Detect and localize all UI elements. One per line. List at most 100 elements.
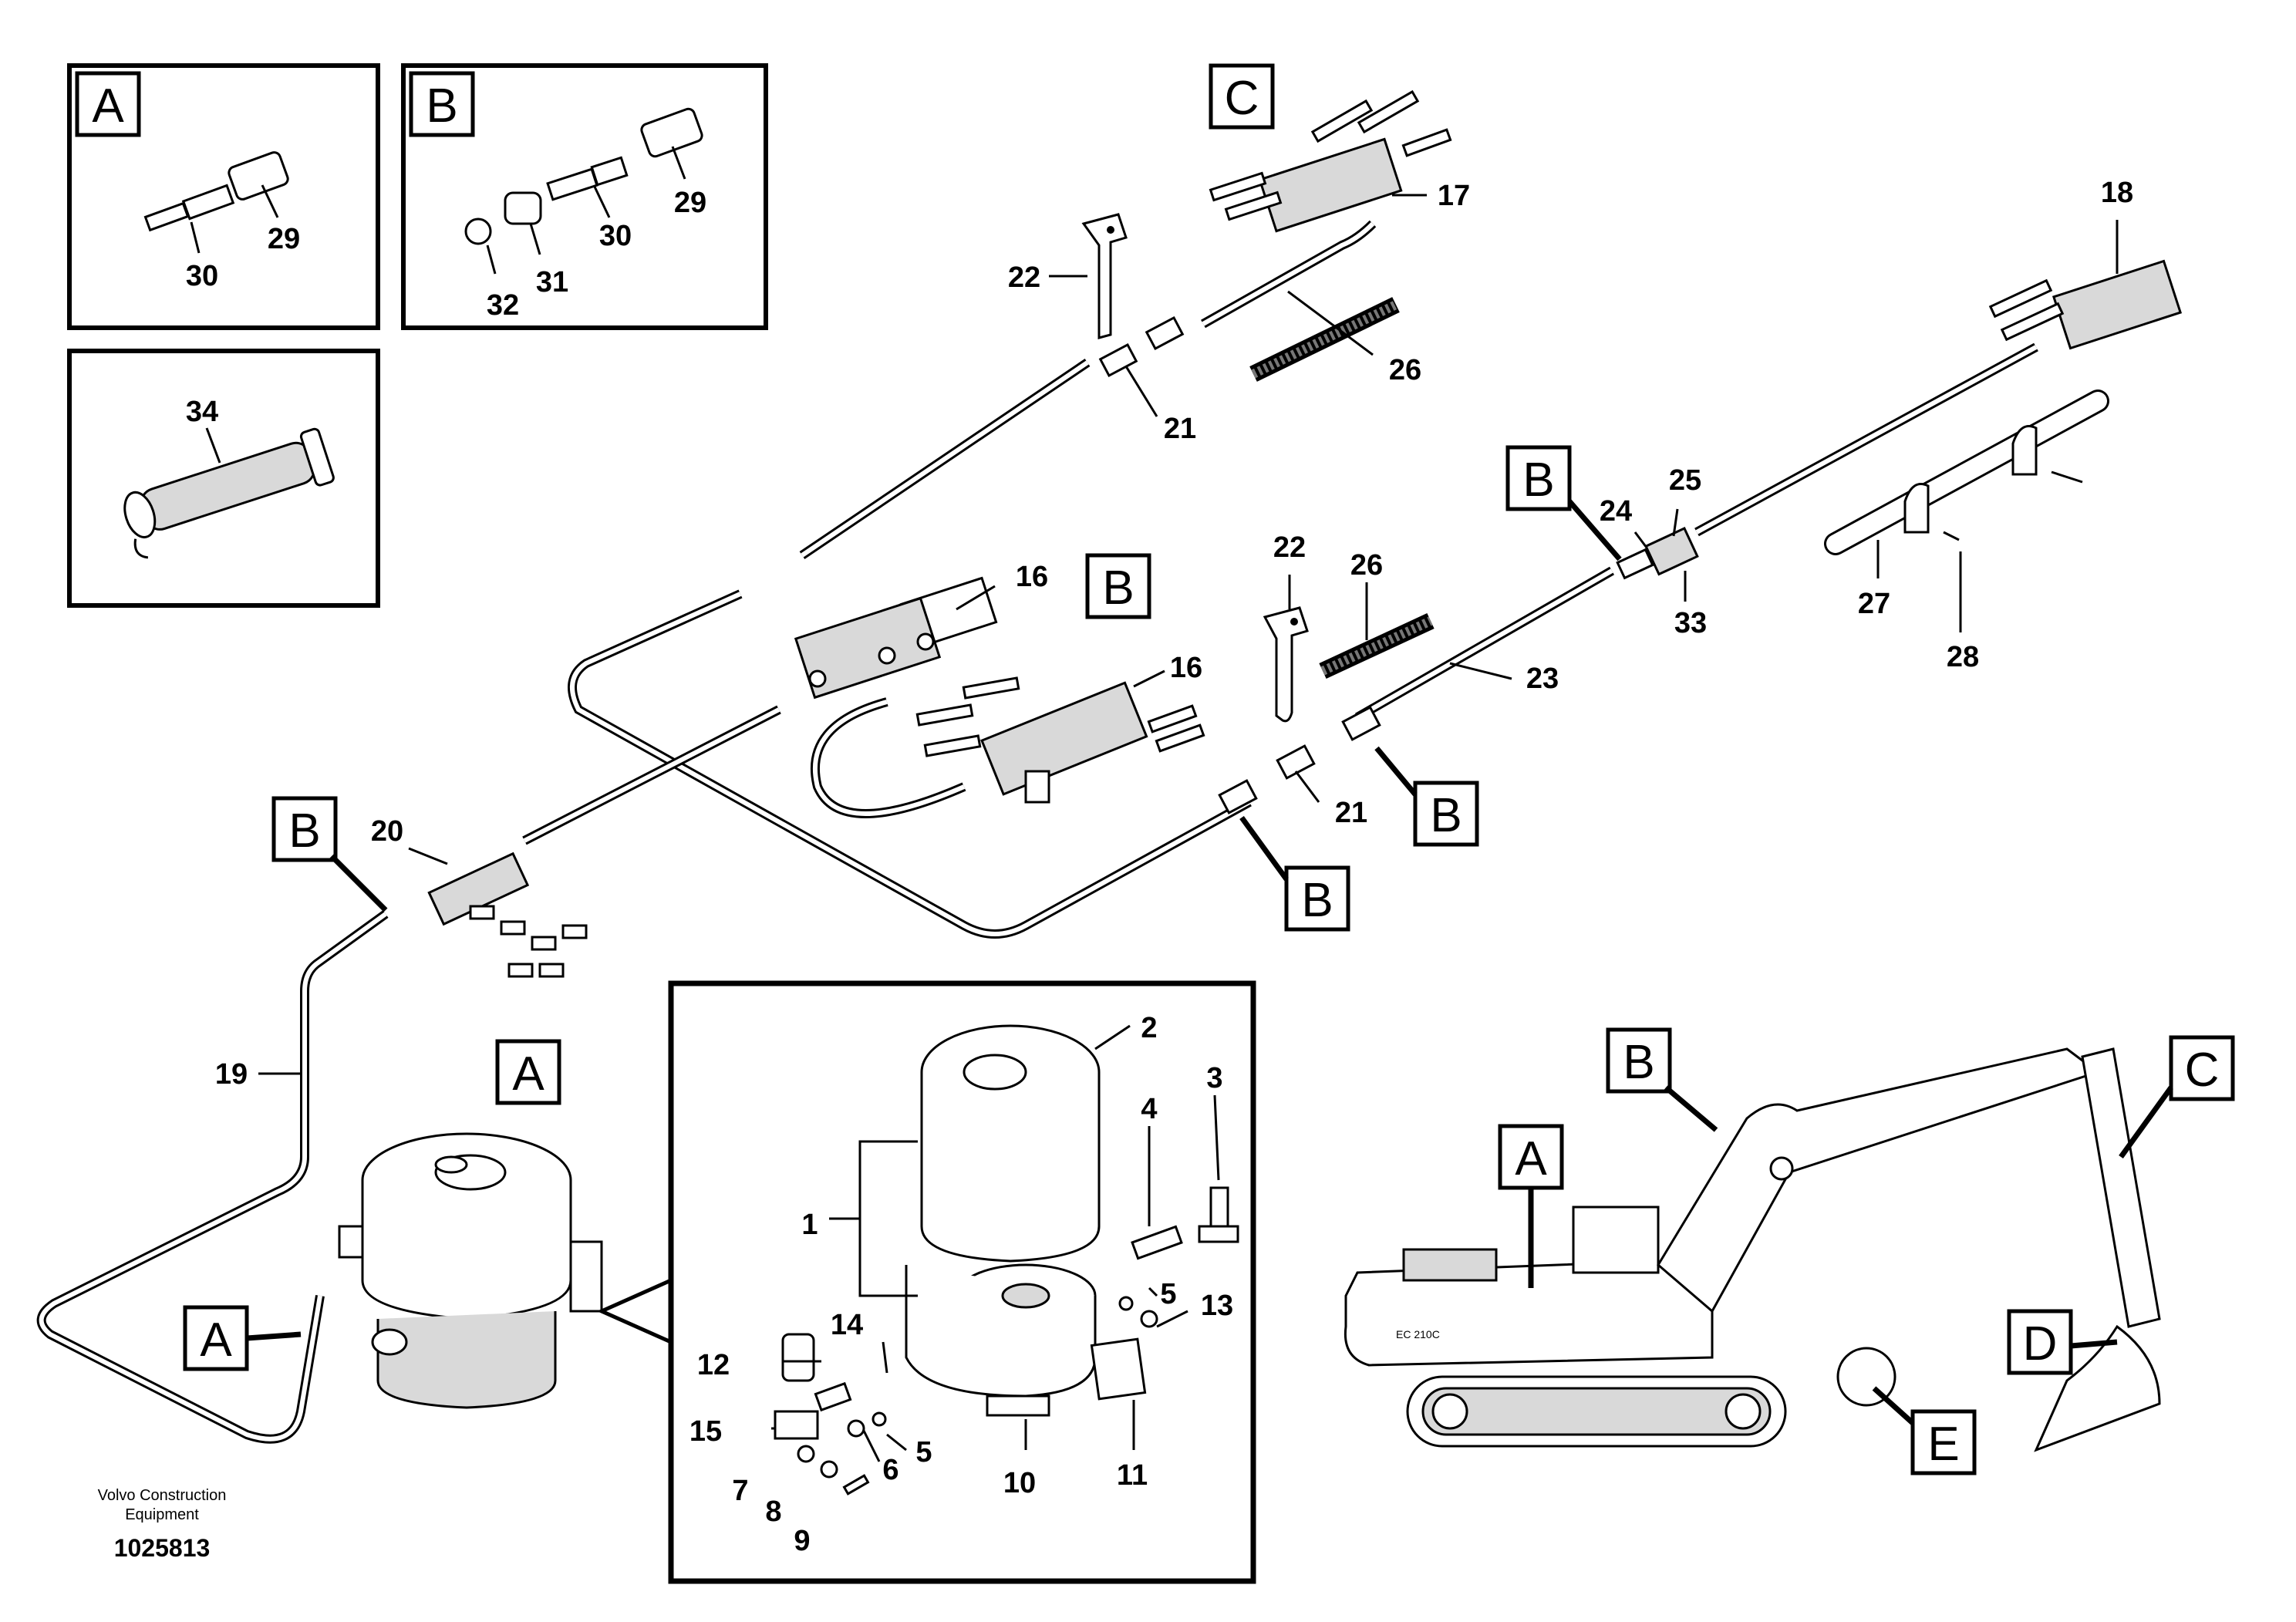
bracket-clamps <box>1903 425 2083 541</box>
grease-pump-unit <box>338 1132 603 1409</box>
callout-3: 3 <box>1206 1062 1222 1094</box>
svg-text:B: B <box>1102 561 1134 615</box>
pump-reservoir <box>920 1024 1101 1263</box>
fitting-3 <box>1198 1186 1239 1243</box>
callout-23: 23 <box>1526 663 1559 695</box>
distributor-block-17 <box>1209 89 1452 233</box>
callout-29: 29 <box>268 223 300 255</box>
pump-exploded-detail: 1 2 3 4 5 13 14 12 15 5 6 7 8 9 10 11 <box>668 980 1256 1584</box>
callout-10: 10 <box>1003 1467 1036 1499</box>
callout-5b: 5 <box>915 1436 932 1469</box>
pump-base <box>905 1263 1147 1417</box>
inset-detail-b: B 32 31 30 29 <box>401 63 768 330</box>
callout-6: 6 <box>882 1454 899 1486</box>
view-b-marker-20: B <box>271 796 338 862</box>
callout-22: 22 <box>1008 261 1040 294</box>
bracket-22-top <box>1081 213 1128 339</box>
callout-16: 16 <box>1016 561 1048 593</box>
overview-marker-a: A <box>1498 1124 1564 1190</box>
distributor-block-18 <box>1988 259 2183 350</box>
view-b-marker-junction: B <box>1505 445 1572 511</box>
callout-24: 24 <box>1600 495 1632 528</box>
callout-32: 32 <box>487 289 519 322</box>
callout-11: 11 <box>1117 1459 1148 1492</box>
grease-fitting-part <box>143 151 289 232</box>
inset-grease-gun: 34 <box>67 349 380 608</box>
svg-text:B: B <box>288 804 320 858</box>
svg-text:D: D <box>2023 1317 2058 1371</box>
callout-13: 13 <box>1201 1290 1233 1322</box>
callout-15: 15 <box>689 1415 722 1448</box>
hose-sleeve-26-mid <box>1319 613 1435 679</box>
view-b-marker-16: B <box>1085 553 1151 619</box>
callout-25: 25 <box>1669 464 1701 497</box>
excavator-overview: EC 210C <box>1344 1047 2161 1452</box>
connector-parts <box>464 107 703 245</box>
callout-12: 12 <box>697 1349 730 1381</box>
overview-marker-e: E <box>1910 1409 1977 1475</box>
hose-fitting-21-lower <box>1218 706 1381 814</box>
svg-text:A: A <box>512 1047 544 1101</box>
callout-28: 28 <box>1947 641 1979 673</box>
overview-marker-d: D <box>2007 1309 2073 1375</box>
callout-17: 17 <box>1438 180 1470 212</box>
company-name-line1: Volvo Construction <box>98 1487 227 1504</box>
callout-19: 19 <box>215 1058 248 1091</box>
svg-text:A: A <box>200 1313 232 1367</box>
callout-5: 5 <box>1160 1278 1176 1310</box>
inset-a-label: A <box>92 79 124 133</box>
callout-30: 30 <box>186 260 218 292</box>
machine-model-label: EC 210C <box>1396 1328 1440 1340</box>
svg-text:B: B <box>1430 789 1462 842</box>
svg-text:E: E <box>1927 1418 1959 1471</box>
hose-sleeve-26-top <box>1249 297 1400 382</box>
view-c-marker: C <box>1209 63 1275 130</box>
svg-text:B: B <box>1623 1036 1654 1089</box>
callout-27: 27 <box>1858 588 1890 620</box>
callout-16b: 16 <box>1170 652 1202 684</box>
svg-text:B: B <box>1522 454 1554 507</box>
callout-21: 21 <box>1164 413 1196 445</box>
callout-9: 9 <box>794 1525 810 1557</box>
callout-21b: 21 <box>1335 797 1367 829</box>
svg-text:A: A <box>1515 1132 1547 1185</box>
callout-22b: 22 <box>1273 531 1306 564</box>
bracket-22-mid <box>1263 606 1309 723</box>
fitting-12-15 <box>774 1333 852 1440</box>
hose-fitting-21-top <box>1098 315 1185 378</box>
distributor-16-lower <box>915 676 1205 804</box>
svg-text:C: C <box>2185 1044 2220 1097</box>
callout-18: 18 <box>2101 177 2133 209</box>
callout-31: 31 <box>536 266 568 298</box>
callout-33: 33 <box>1674 607 1707 639</box>
svg-text:C: C <box>1225 72 1259 125</box>
company-name-line2: Equipment <box>125 1506 199 1523</box>
distributor-16-upper <box>794 576 998 700</box>
drawing-number: 1025813 <box>114 1534 211 1562</box>
callout-2: 2 <box>1141 1012 1157 1044</box>
manifold-block-20 <box>427 851 588 978</box>
overview-marker-b: B <box>1606 1027 1672 1094</box>
svg-text:B: B <box>1301 874 1333 927</box>
callout-14: 14 <box>831 1309 863 1341</box>
callout-8: 8 <box>765 1496 781 1528</box>
callout-26b: 26 <box>1350 549 1383 582</box>
tube-27 <box>1824 389 2109 555</box>
callout-1: 1 <box>801 1209 818 1241</box>
small-parts <box>797 1296 1158 1496</box>
callout-29b: 29 <box>674 187 706 219</box>
callout-34: 34 <box>186 396 218 428</box>
callout-30b: 30 <box>599 220 632 252</box>
inset-b-label: B <box>426 79 457 133</box>
callout-26: 26 <box>1389 354 1421 386</box>
callout-7: 7 <box>732 1475 748 1507</box>
grease-gun-part <box>123 427 335 559</box>
fitting-4 <box>1131 1225 1183 1260</box>
view-a-marker-pump: A <box>495 1039 561 1105</box>
view-b-marker-lower-2: B <box>1284 865 1350 932</box>
callout-4: 4 <box>1141 1093 1157 1125</box>
overview-marker-c: C <box>2169 1035 2235 1101</box>
junction-block-25 <box>1616 527 1699 580</box>
view-a-marker-hose: A <box>183 1305 249 1371</box>
